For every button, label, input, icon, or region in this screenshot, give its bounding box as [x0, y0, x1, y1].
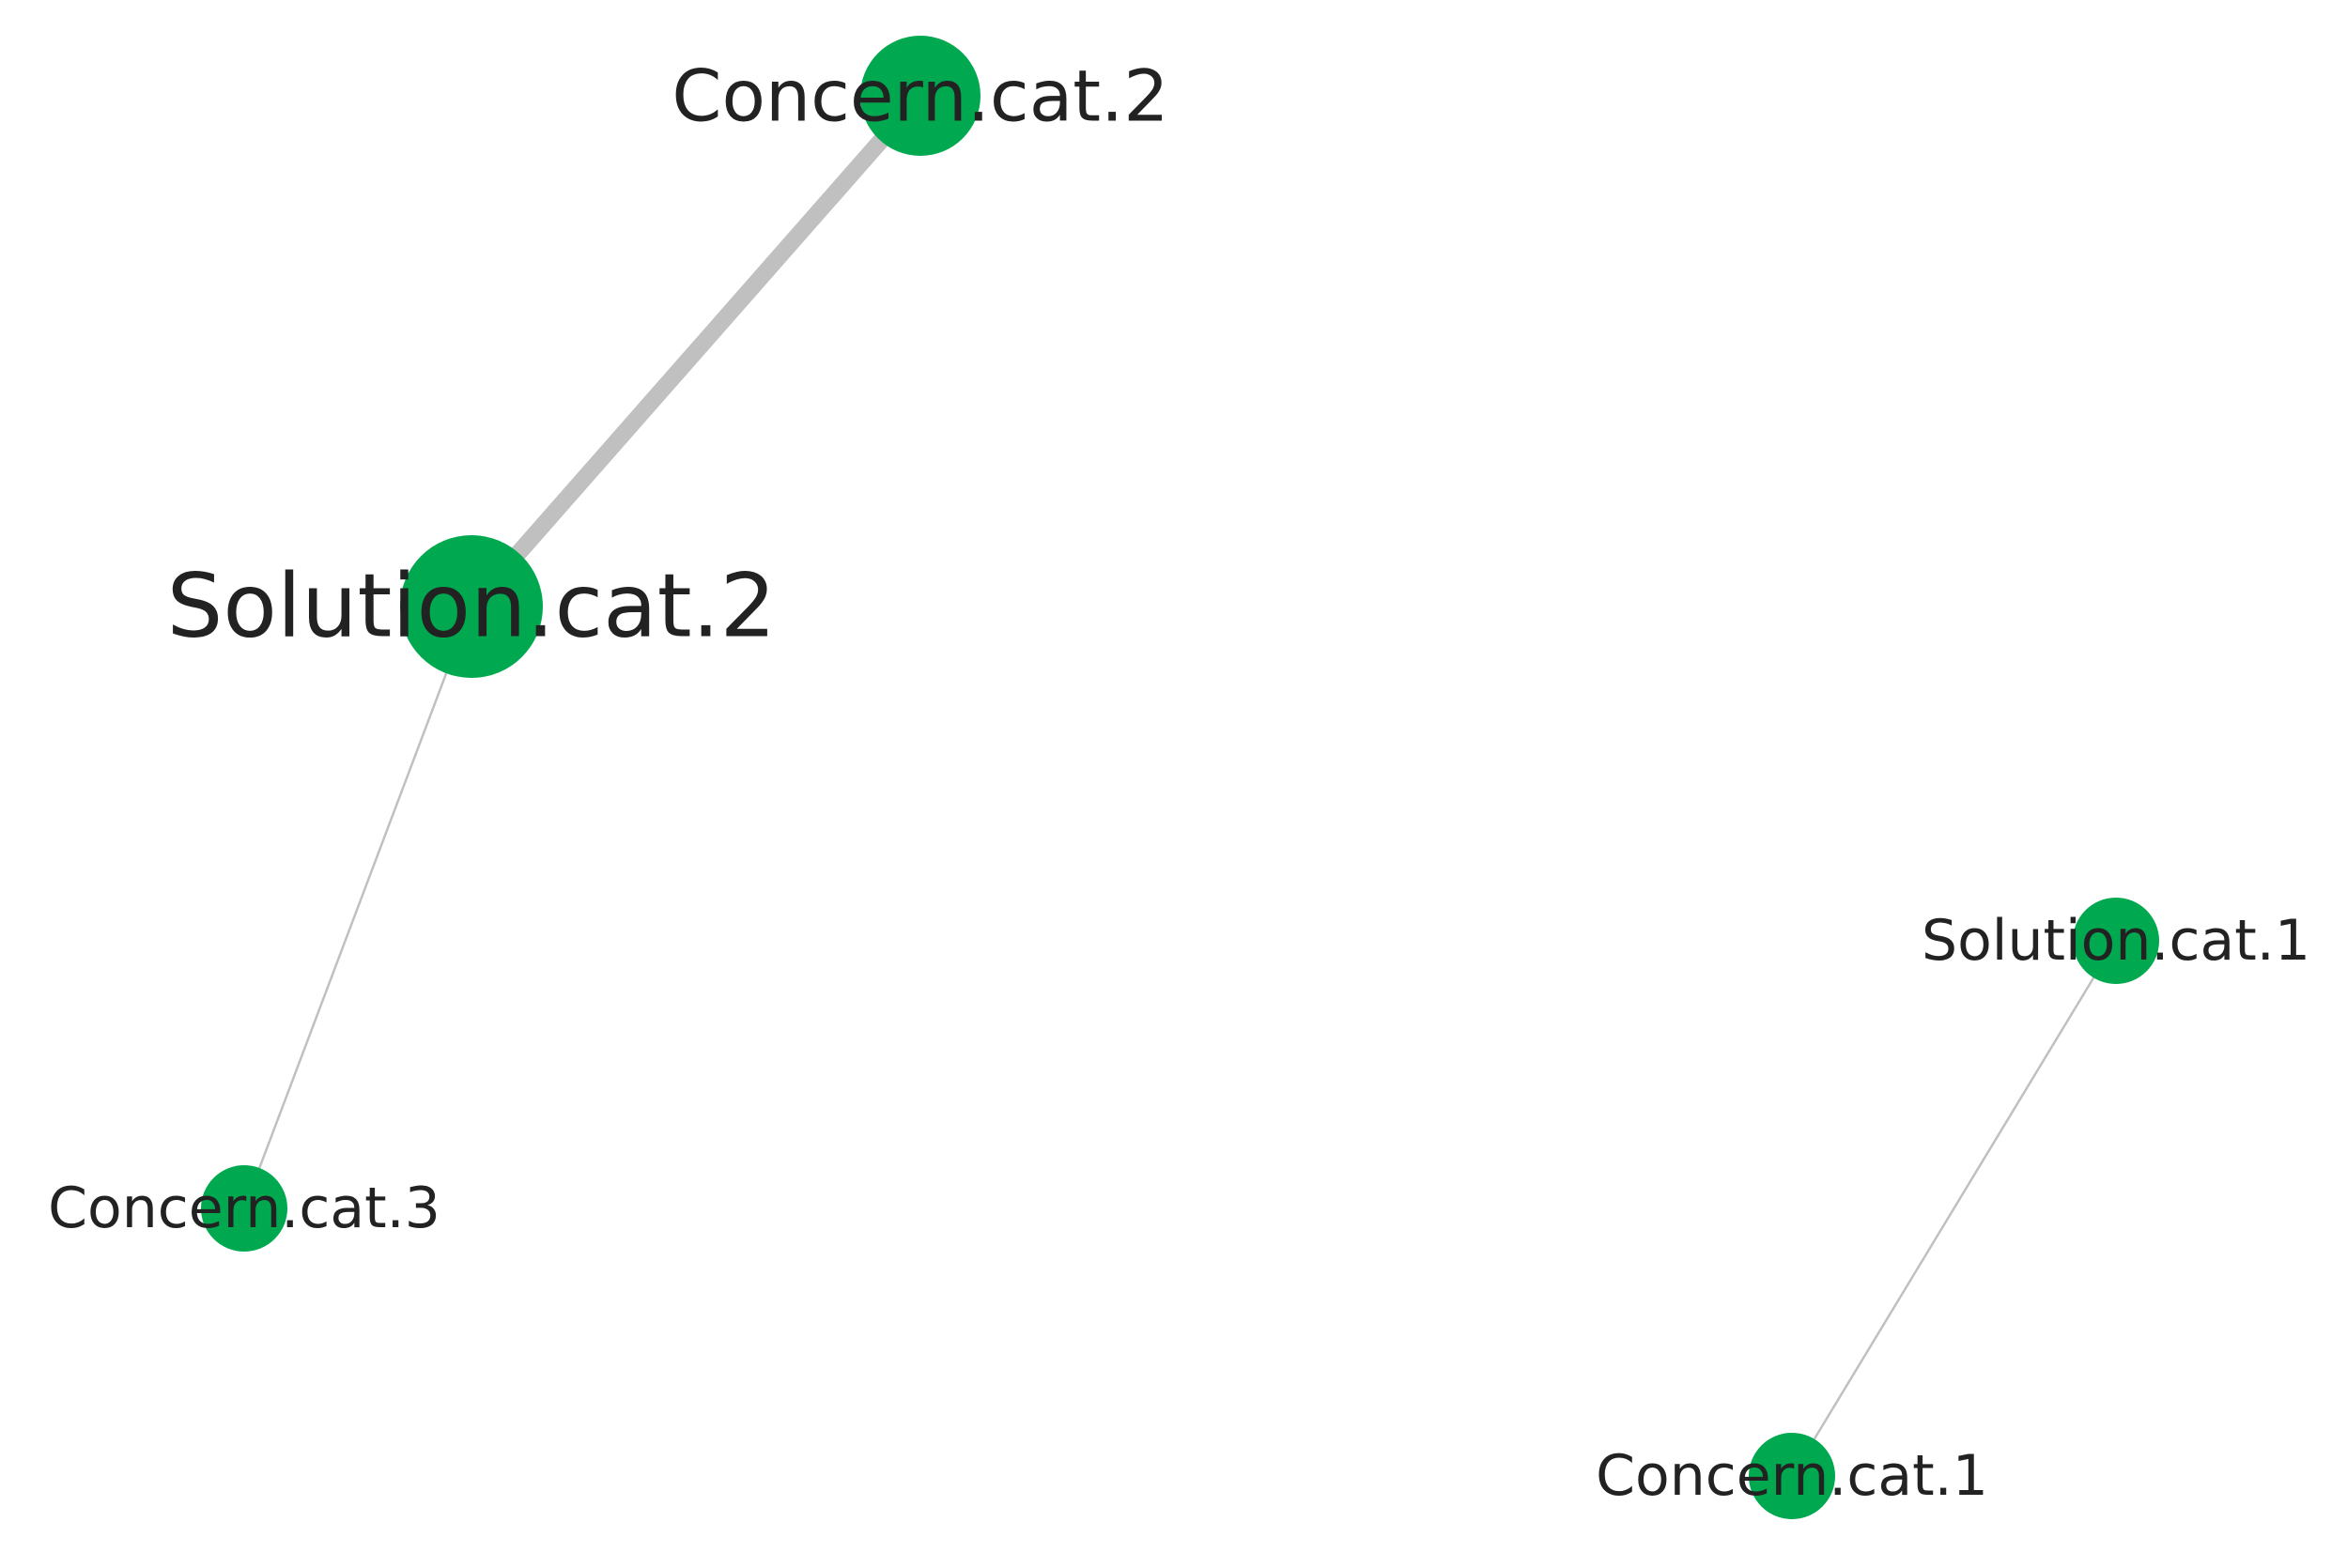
edge-concern-cat-2-solution-cat-2: [465, 90, 927, 612]
node-solution-cat-1: [2073, 898, 2159, 984]
node-label-concern-cat-1: Concern.cat.1: [1596, 1443, 1988, 1509]
node-solution-cat-2: [400, 535, 543, 678]
node-concern-cat-2: [860, 36, 980, 156]
edge-solution-cat-2-concern-cat-3: [242, 606, 473, 1209]
labels-layer: Concern.cat.2Solution.cat.2Concern.cat.3…: [48, 54, 2310, 1510]
edge-solution-cat-1-concern-cat-1: [1790, 940, 2118, 1477]
node-concern-cat-1: [1749, 1433, 1835, 1519]
node-label-solution-cat-2: Solution.cat.2: [167, 556, 777, 658]
node-concern-cat-3: [201, 1165, 287, 1252]
node-label-concern-cat-3: Concern.cat.3: [48, 1176, 440, 1241]
edges-layer: [242, 90, 2118, 1477]
node-label-concern-cat-2: Concern.cat.2: [672, 54, 1168, 138]
node-label-solution-cat-1: Solution.cat.1: [1922, 908, 2310, 974]
nodes-layer: [201, 36, 2159, 1519]
